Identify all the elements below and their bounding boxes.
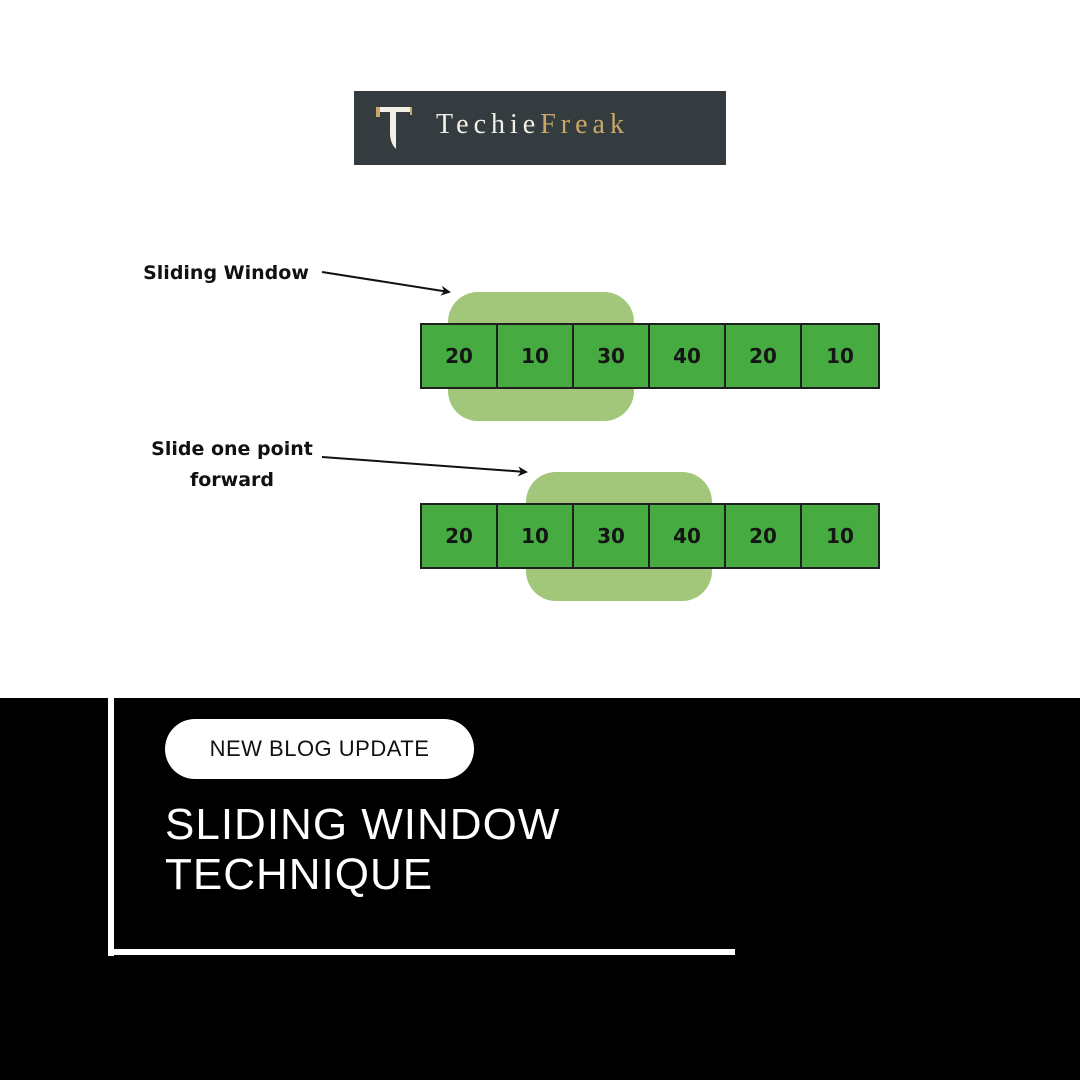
arrow-to-window2 [321, 456, 528, 477]
banner-frame-horizontal [108, 949, 735, 955]
array-cell: 10 [802, 505, 878, 567]
array-cell: 20 [726, 505, 802, 567]
array-row-2: 20 10 30 40 20 10 [420, 503, 880, 569]
slide-forward-line2: forward [189, 469, 275, 491]
array-cell: 20 [422, 505, 498, 567]
array-cell: 20 [726, 325, 802, 387]
logo-word-freak: Freak [540, 109, 629, 140]
banner-frame-vertical [108, 698, 114, 956]
array-cell: 40 [650, 505, 726, 567]
logo-wordmark: TechieFreak [436, 109, 629, 141]
array-cell: 30 [574, 505, 650, 567]
slide-forward-line1: Slide one point [151, 438, 313, 460]
techiefreak-logo: TechieFreak [354, 91, 726, 165]
arrow-to-window1 [321, 271, 451, 296]
new-blog-update-badge: NEW BLOG UPDATE [165, 719, 474, 779]
slide-forward-label: Slide one point forward [138, 434, 326, 496]
array-row-1: 20 10 30 40 20 10 [420, 323, 880, 389]
blog-title: SLIDING WINDOW TECHNIQUE [165, 800, 560, 900]
array-cell: 10 [802, 325, 878, 387]
logo-word-techie: Techie [436, 109, 541, 140]
array-cell: 20 [422, 325, 498, 387]
sliding-window-label: Sliding Window [143, 262, 309, 284]
blog-title-line2: TECHNIQUE [165, 850, 434, 899]
logo-t-mark-icon [376, 107, 412, 149]
diagram-arrows [321, 271, 528, 477]
array-cell: 10 [498, 325, 574, 387]
array-cell: 40 [650, 325, 726, 387]
blog-title-line1: SLIDING WINDOW [165, 800, 561, 849]
array-cell: 30 [574, 325, 650, 387]
array-cell: 10 [498, 505, 574, 567]
